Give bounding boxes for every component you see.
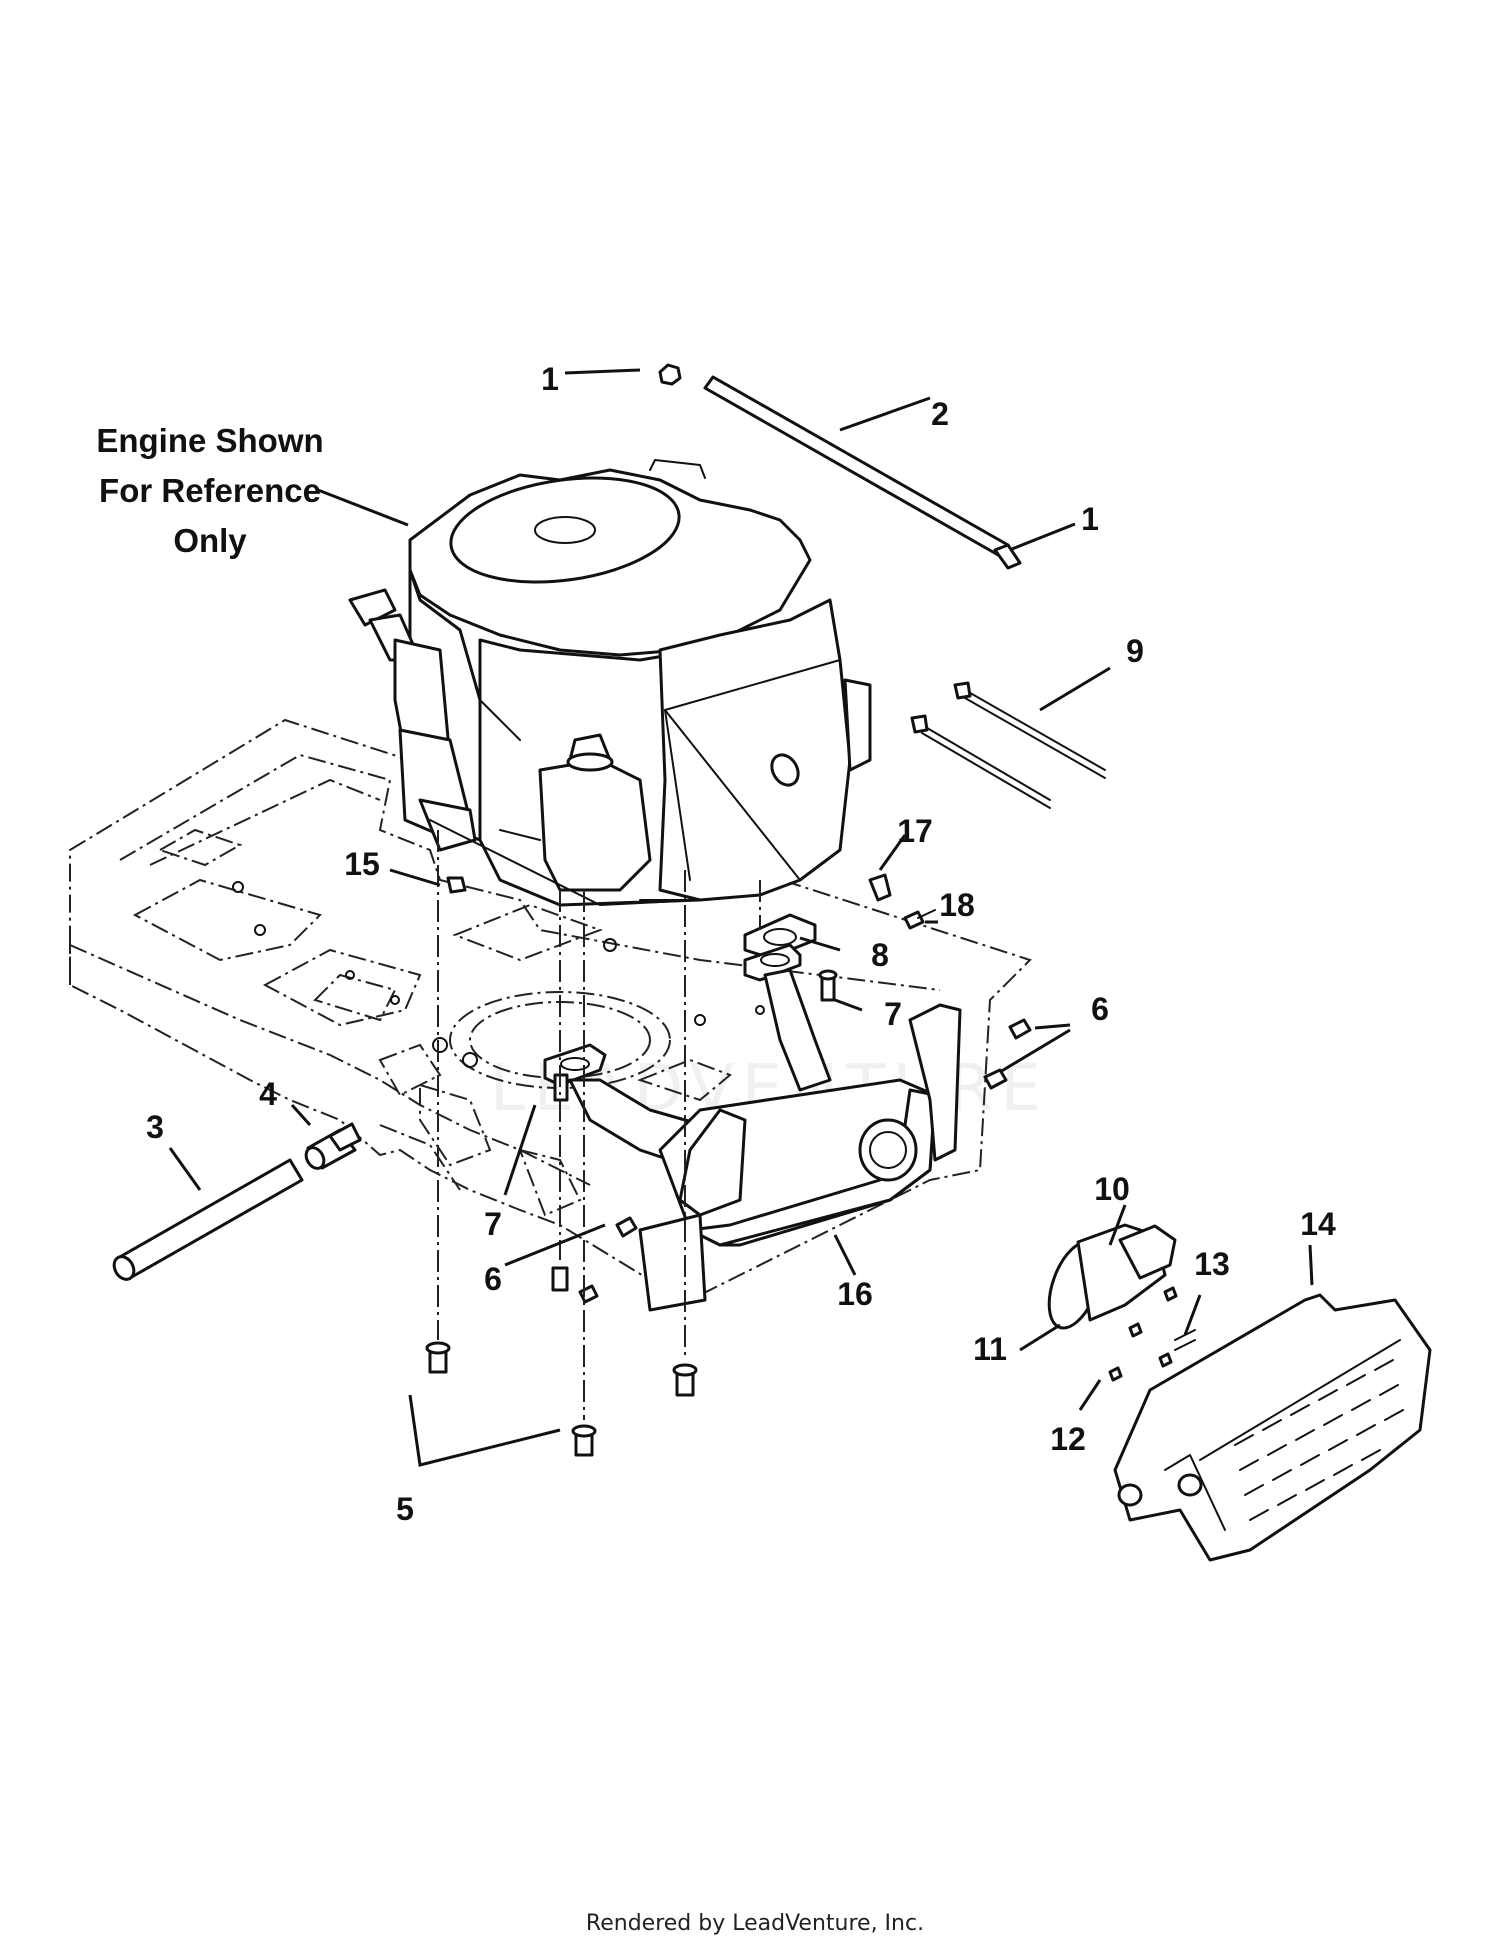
callout-9: 9 bbox=[1126, 633, 1144, 669]
note-line-3: Only bbox=[173, 522, 247, 559]
callout-6-left: 6 bbox=[484, 1261, 502, 1297]
callout-labels: 1 2 1 9 17 18 8 7 6 15 4 3 7 6 16 5 10 1… bbox=[146, 361, 1336, 1527]
cable-ties bbox=[910, 681, 1106, 809]
note-line-1: Engine Shown bbox=[96, 422, 323, 459]
fasteners bbox=[425, 876, 1032, 1457]
callout-4: 4 bbox=[259, 1076, 277, 1112]
gasket bbox=[743, 913, 817, 960]
callout-7-left: 7 bbox=[484, 1206, 502, 1242]
callout-8: 8 bbox=[871, 937, 889, 973]
clip-and-screw bbox=[868, 873, 936, 930]
callout-16: 16 bbox=[837, 1276, 873, 1312]
drain-fitting-and-hose bbox=[112, 1122, 362, 1281]
rod-assembly bbox=[658, 363, 1022, 570]
callout-7-right: 7 bbox=[884, 996, 902, 1032]
callout-2: 2 bbox=[931, 396, 949, 432]
tail-pipe-assembly bbox=[1047, 1223, 1432, 1562]
callout-18: 18 bbox=[939, 887, 975, 923]
engine bbox=[348, 459, 872, 907]
callout-3: 3 bbox=[146, 1109, 164, 1145]
callout-13: 13 bbox=[1194, 1246, 1230, 1282]
tractor-frame bbox=[69, 718, 1032, 1302]
callout-1-right: 1 bbox=[1081, 501, 1099, 537]
callout-11: 11 bbox=[973, 1331, 1007, 1367]
note-line-2: For Reference bbox=[99, 472, 321, 509]
reference-note: Engine Shown For Reference Only bbox=[96, 422, 323, 559]
callout-1-top: 1 bbox=[541, 361, 559, 397]
callout-15: 15 bbox=[344, 846, 380, 882]
callout-10: 10 bbox=[1094, 1171, 1130, 1207]
leader-lines bbox=[168, 368, 1314, 1467]
callout-14: 14 bbox=[1300, 1206, 1336, 1242]
alignment-lines bbox=[437, 830, 761, 1420]
callout-17: 17 bbox=[897, 813, 933, 849]
callout-6-right: 6 bbox=[1091, 991, 1109, 1027]
callout-12: 12 bbox=[1050, 1421, 1086, 1457]
footer-credit: Rendered by LeadVenture, Inc. bbox=[586, 1911, 924, 1936]
callout-5: 5 bbox=[396, 1491, 414, 1527]
